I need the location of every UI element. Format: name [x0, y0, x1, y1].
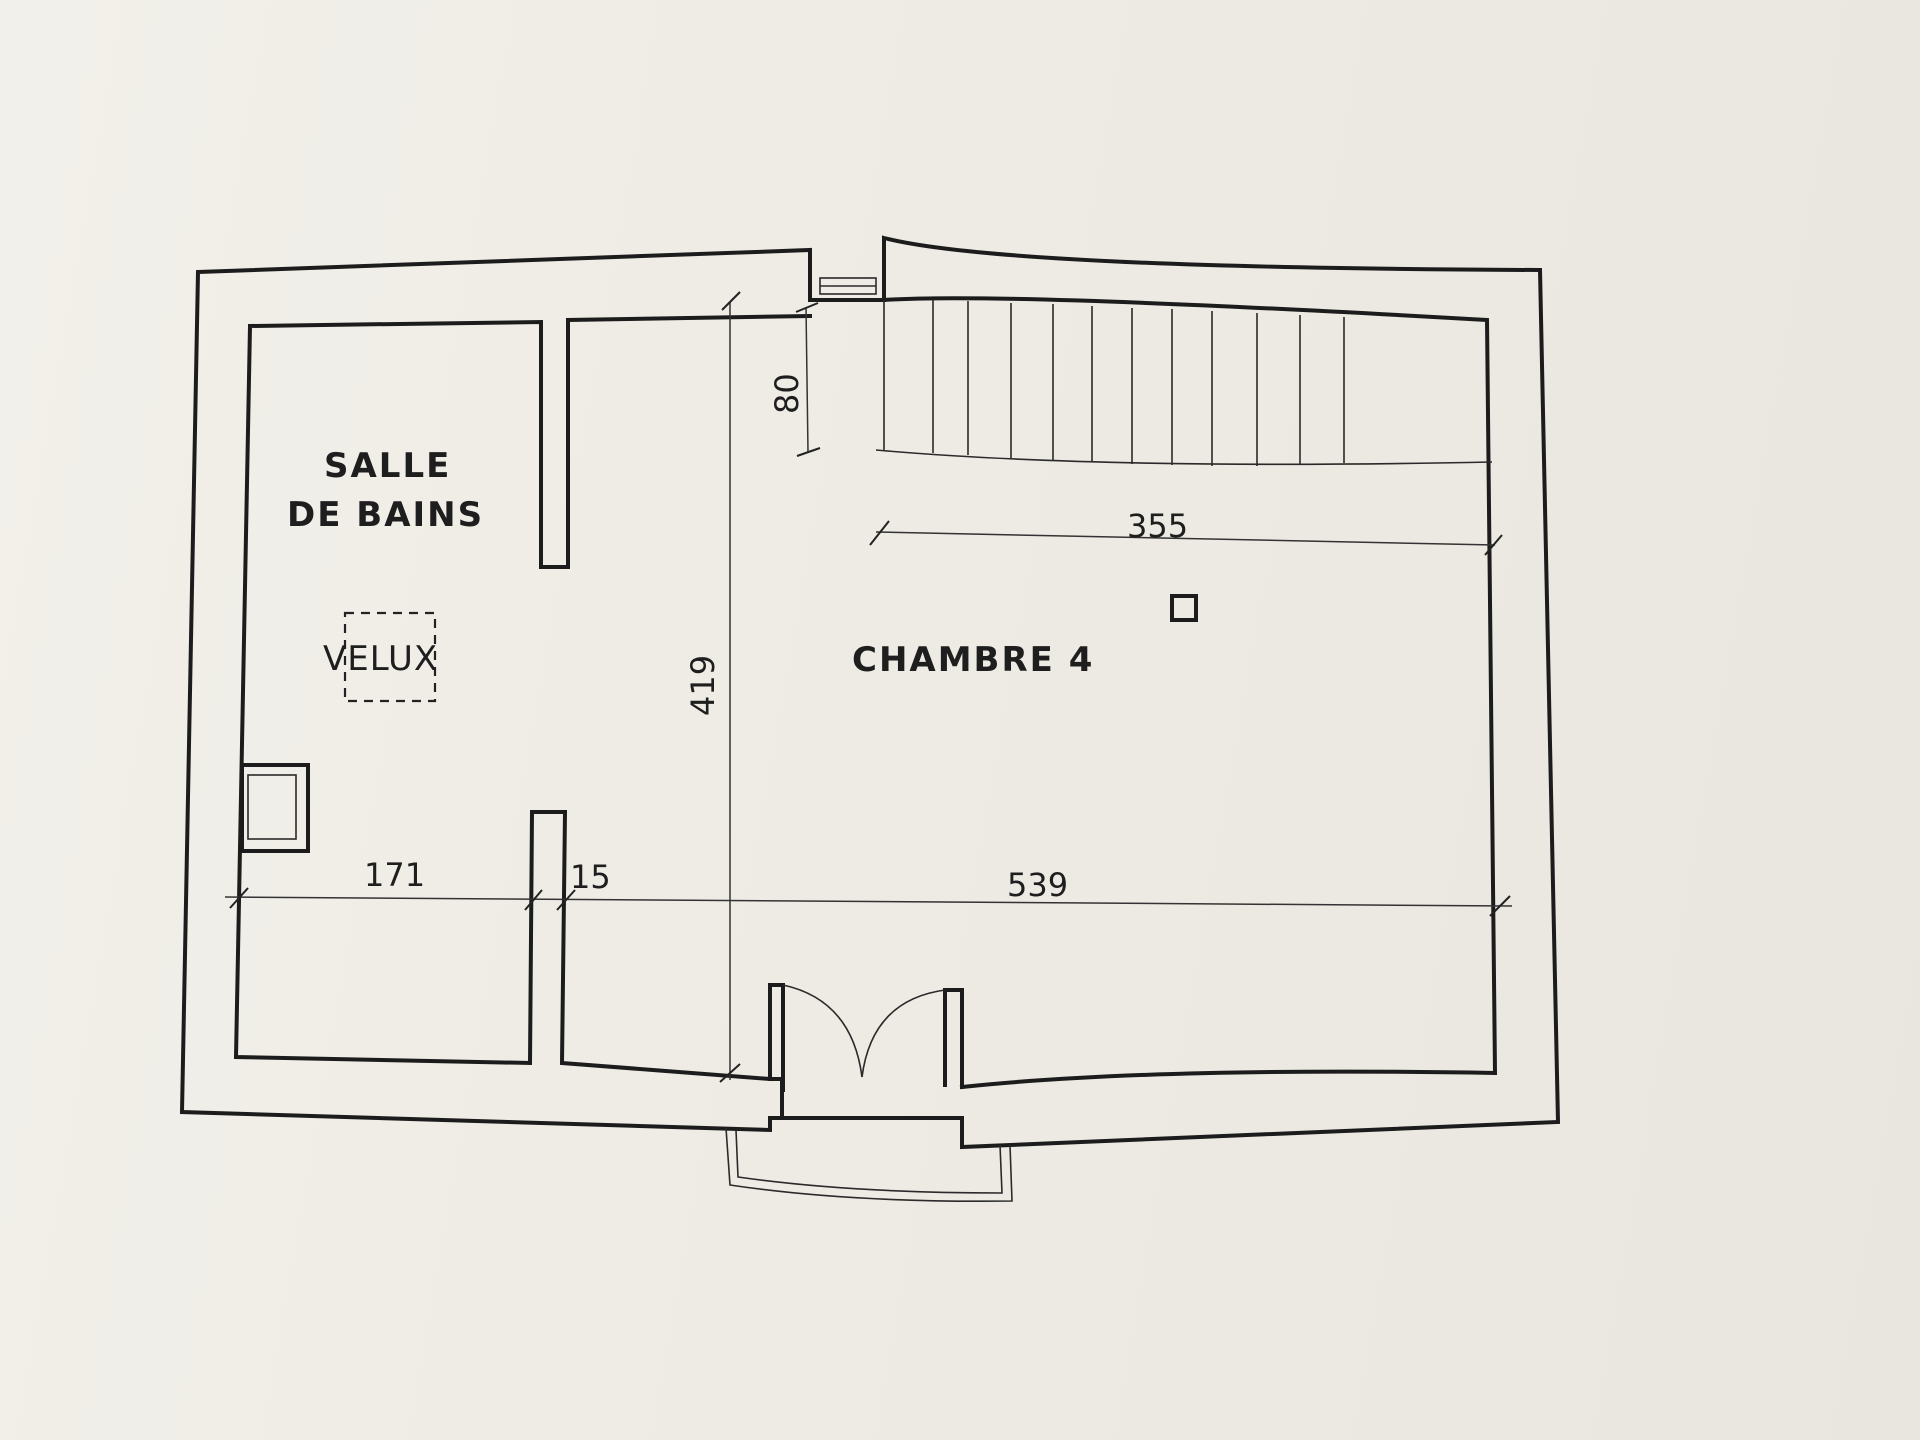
- dim-tick-171-right: [524, 889, 543, 911]
- dim-line-355: [875, 531, 1496, 546]
- dim-tick-355-right: [1484, 534, 1503, 556]
- bathroom-inner-wall: [233, 313, 813, 1082]
- dim-line-bottom: [224, 896, 1513, 907]
- velux-outline: [343, 611, 437, 703]
- bathroom-label-line2: DE BAINS: [287, 495, 484, 535]
- shower-tray: [240, 763, 310, 853]
- dim-line-80: [805, 306, 809, 453]
- dim-label-15: 15: [570, 858, 611, 896]
- door-leaf-right-arc: [861, 989, 946, 1078]
- balcony-outline: [725, 1127, 1013, 1202]
- dim-tick-80-bottom: [796, 447, 821, 457]
- dim-tick-171-left: [229, 887, 249, 909]
- dim-label-80: 80: [768, 373, 806, 414]
- velux-label: VELUX: [323, 639, 438, 679]
- door-jamb-left: [768, 983, 785, 1092]
- dim-tick-419-bottom: [719, 1063, 741, 1083]
- bedroom-label: CHAMBRE 4: [852, 640, 1094, 680]
- balcony-inner-line: [735, 1129, 1003, 1194]
- dim-tick-355-left: [869, 520, 890, 546]
- dim-label-539: 539: [1007, 866, 1068, 904]
- door-leaf-left-arc: [782, 984, 863, 1078]
- dim-label-419: 419: [684, 655, 722, 716]
- shower-tray-inner: [247, 774, 297, 840]
- dim-tick-539-right: [1489, 895, 1511, 917]
- dim-tick-15-right: [556, 889, 576, 911]
- dim-label-355: 355: [1127, 507, 1188, 545]
- vent-square: [1170, 594, 1198, 622]
- dim-label-171: 171: [364, 856, 425, 894]
- dim-tick-80-top: [795, 302, 819, 313]
- door-jamb-right: [943, 988, 964, 1089]
- dim-tick-419-top: [721, 291, 741, 311]
- staircase-front-edge: [875, 449, 1493, 466]
- outer-wall-outer-line: [179, 235, 1561, 1150]
- stair-treads: [932, 300, 1345, 466]
- bathroom-label-line1: SALLE: [324, 446, 451, 486]
